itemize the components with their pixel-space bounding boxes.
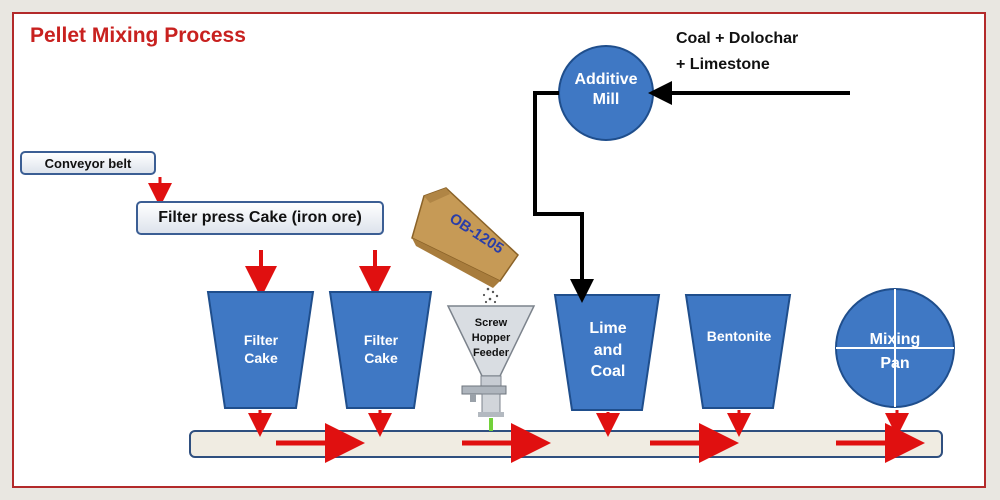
hopper2-line1: Filter [363,332,399,348]
conveyor-belt-tag: Conveyor belt [20,151,156,175]
screw-line2: Hopper [471,331,511,344]
lime-line3: Coal [590,363,626,381]
screw-hopper-feeder [446,305,536,431]
hopper1-line1: Filter [243,332,279,348]
hopper1-label: Filter Cake [218,332,304,367]
bentonite-hopper [684,294,792,409]
additive-mill-label: Additive Mill [559,70,653,110]
hopper-discharge-arrows [248,410,909,437]
screw-line3: Feeder [472,346,510,359]
page-title: Pellet Mixing Process [30,24,246,47]
mixing-line1: Mixing [869,331,921,348]
coal-label-line1: Coal + Dolochar [676,30,799,47]
hopper2-line2: Cake [364,349,398,366]
mixing-pan-label: Mixing Pan [846,328,944,376]
filter-cake-hopper-1 [206,291,315,409]
additive-mill-line2: Mill [592,91,620,108]
hopper2-label: Filter Cake [338,332,424,367]
screw-line1: Screw [474,317,508,329]
lime-coal-label: Lime and Coal [562,318,654,383]
filter-press-cake-tag: Filter press Cake (iron ore) [136,201,384,235]
bentonite-label: Bentonite [706,328,772,344]
powder-stream [482,287,499,304]
coal-dolochar-limestone-label: Coal + Dolochar + Limestone [676,26,798,78]
additive-mill-line1: Additive [574,71,638,88]
coal-label-line2: + Limestone [676,56,770,73]
mixing-line2: Pan [880,355,910,372]
lime-coal-hopper [553,294,661,411]
lime-line2: and [593,341,623,359]
mill-output-line [533,91,594,303]
lime-line1: Lime [589,320,627,337]
ob-1205-bag [411,187,519,288]
hopper1-line2: Cake [244,349,278,366]
screw-hopper-label: Screw Hopper Feeder [452,316,530,361]
filter-cake-hopper-2 [328,291,433,409]
conveyor-belt [189,430,943,458]
